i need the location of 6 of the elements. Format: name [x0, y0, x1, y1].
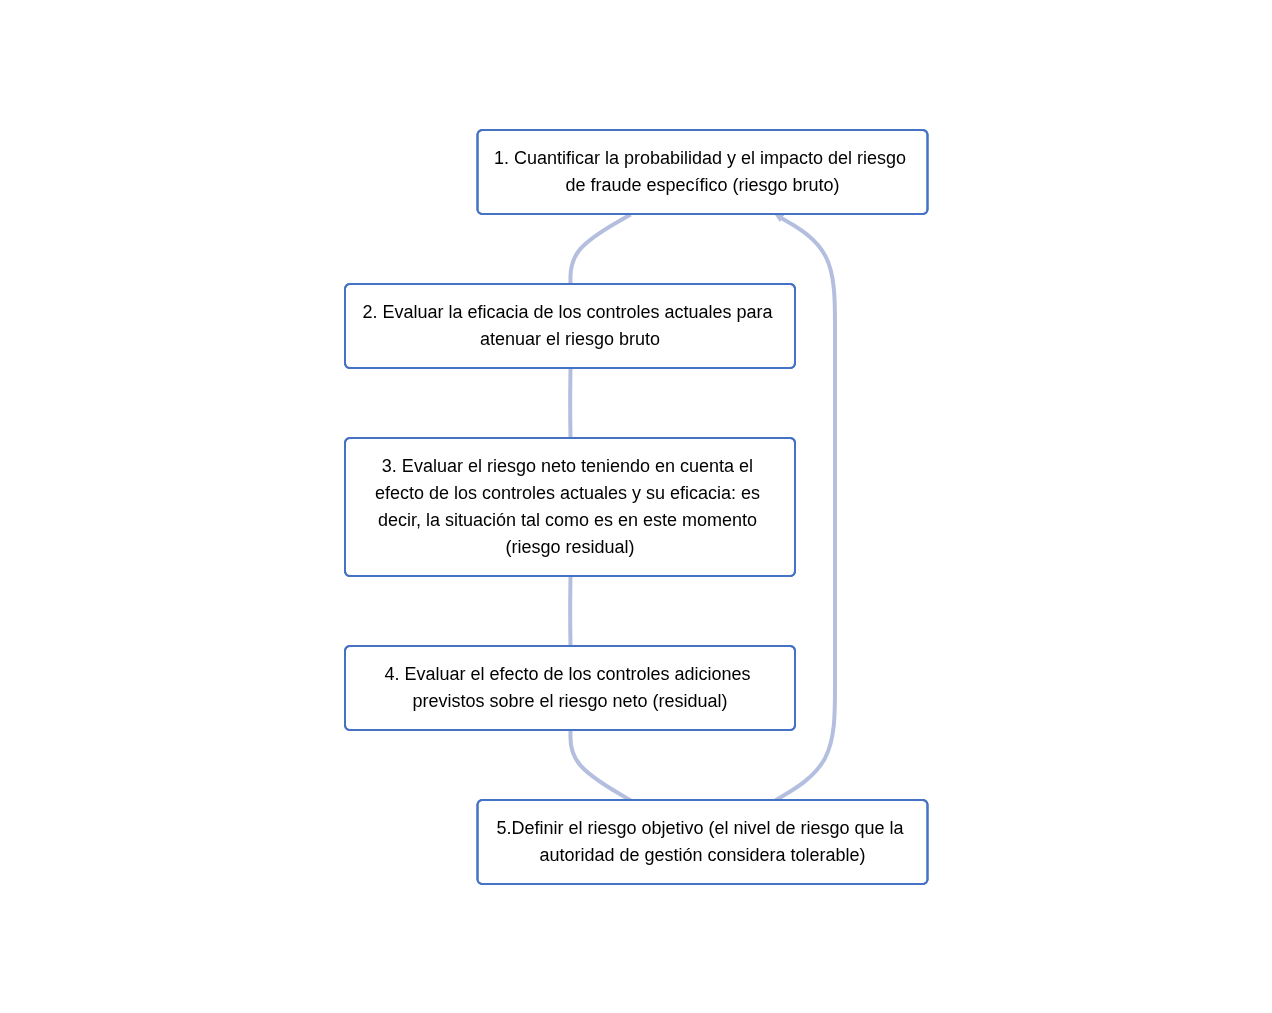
connector [567, 367, 573, 439]
node-text: 4. Evaluar el efecto de los controles adiciones previstos sobre el riesgo neto (residual) [384, 663, 751, 711]
connector [567, 575, 573, 647]
node-text: 3. Evaluar el riesgo neto teniendo en cuenta el efecto de los controles actuales y su eficacia: es decir, la situación tal como es en este momento (riesgo residual) [374, 455, 760, 557]
connector [568, 212, 632, 285]
node-text: 2. Evaluar la eficacia de los controles actuales para atenuar el riesgo bruto [362, 301, 773, 349]
